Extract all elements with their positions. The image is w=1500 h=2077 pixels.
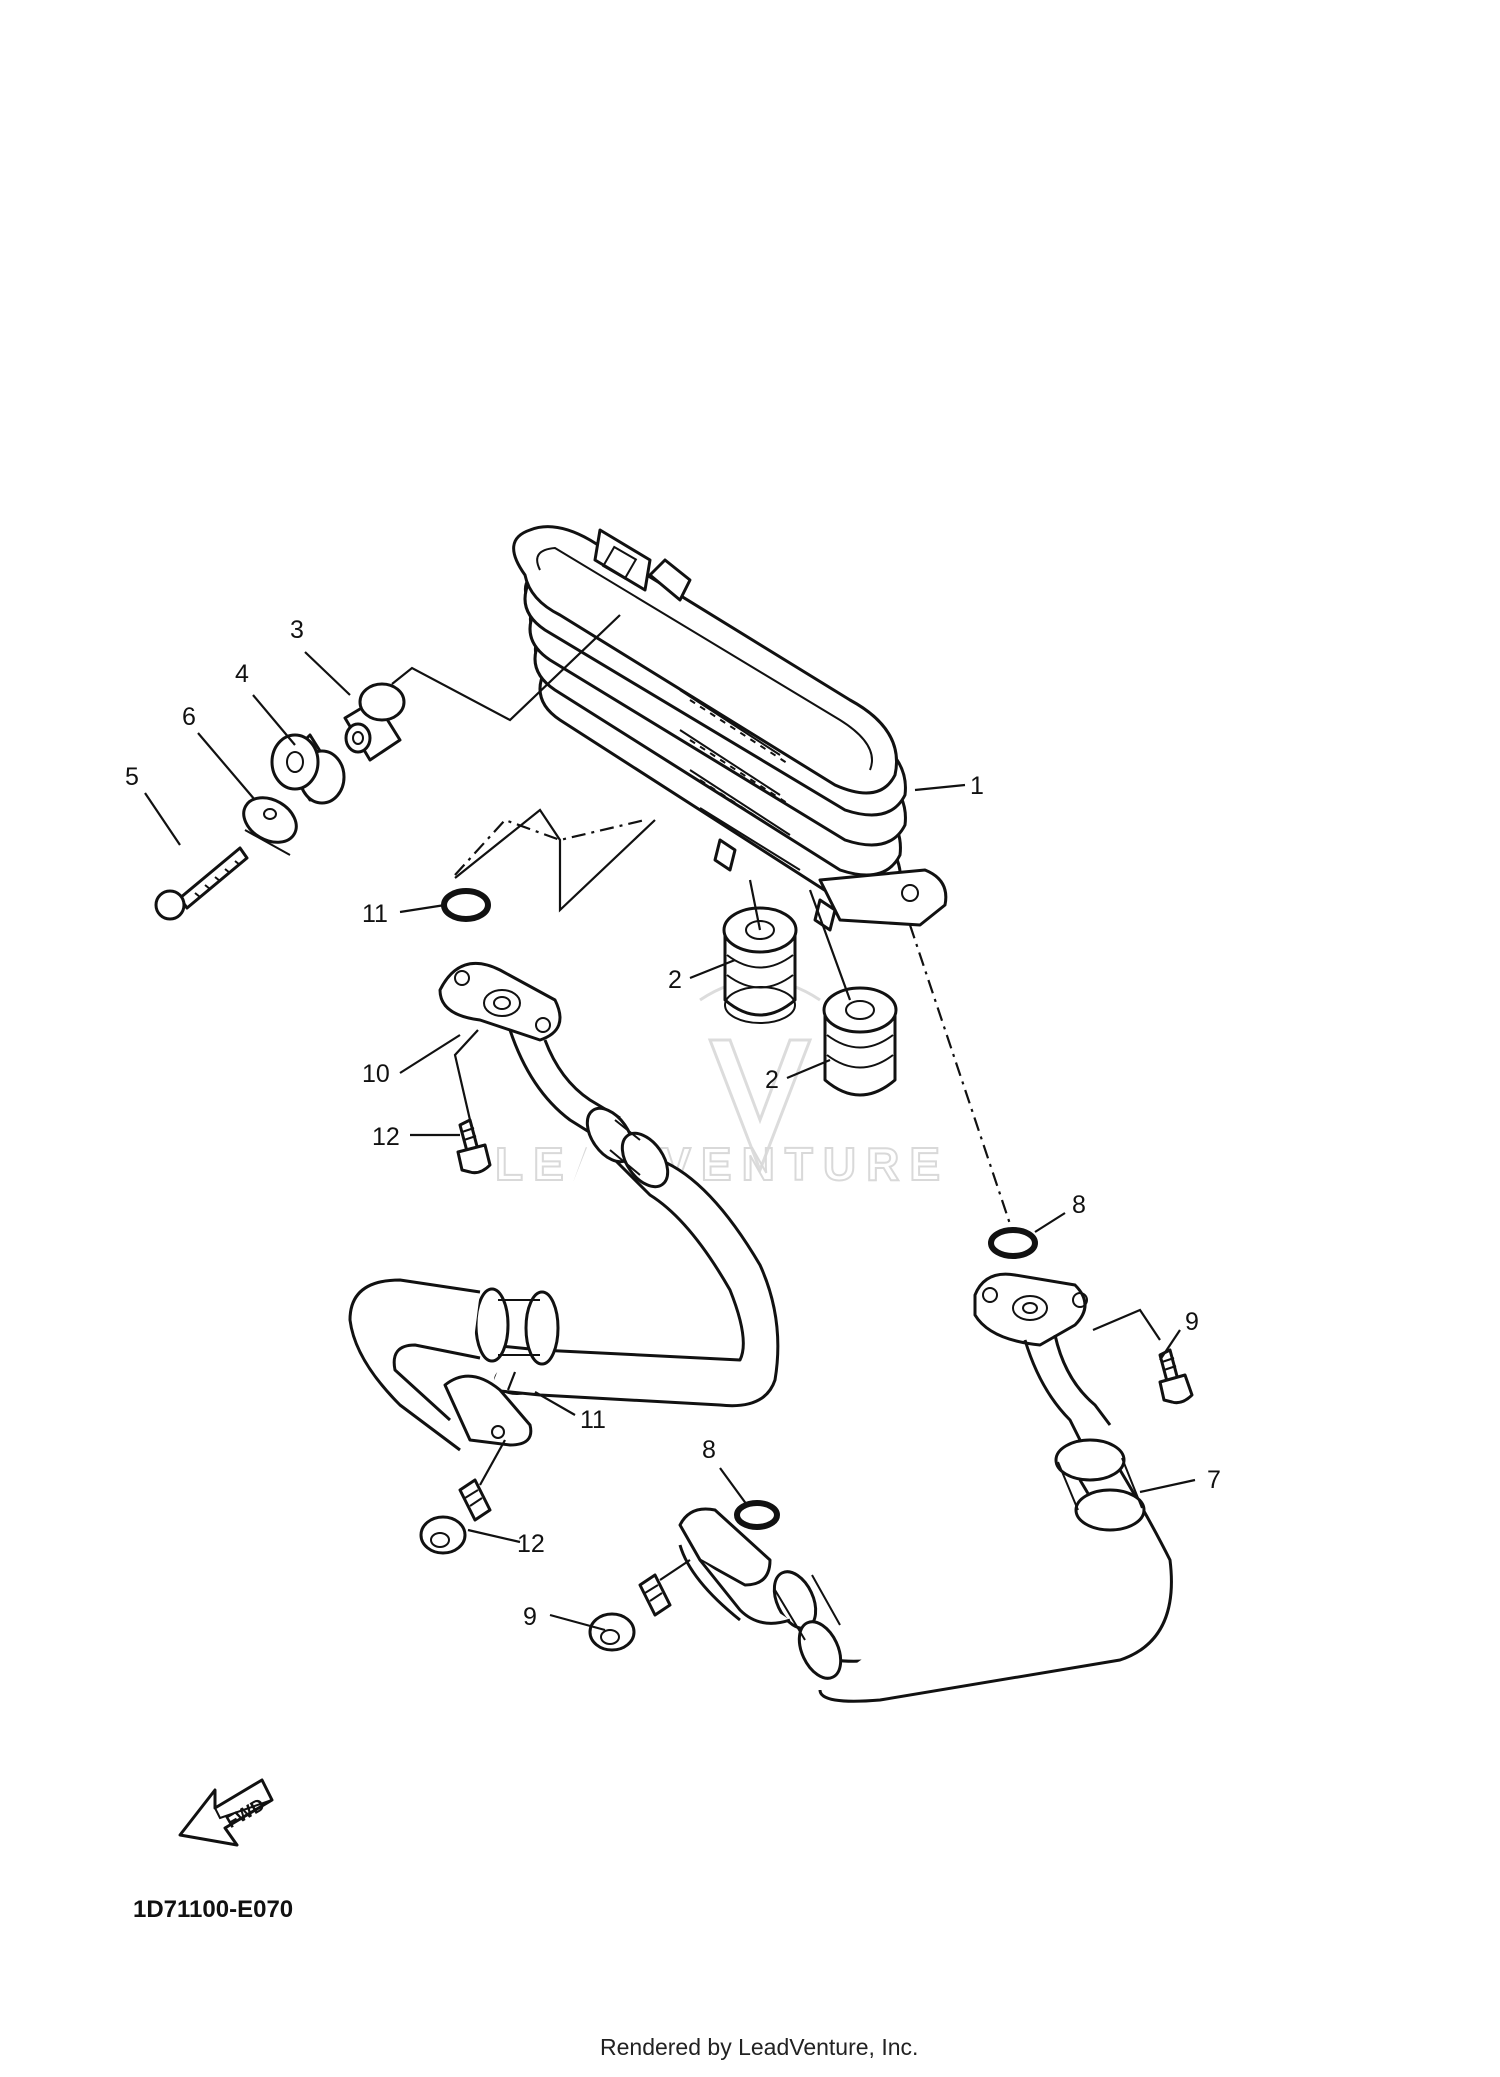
washer[interactable] bbox=[236, 789, 304, 856]
rendered-by: Rendered by LeadVenture, Inc. bbox=[600, 2034, 918, 2060]
callout-11-upper: 11 bbox=[362, 900, 388, 928]
callout-12-lower: 12 bbox=[517, 1530, 545, 1558]
oil-cooler[interactable] bbox=[512, 525, 948, 932]
bolt-12-lower[interactable] bbox=[419, 1478, 492, 1555]
callout-9-right: 9 bbox=[1185, 1308, 1199, 1336]
callout-11-lower: 11 bbox=[580, 1406, 606, 1434]
o-ring-upper[interactable] bbox=[441, 888, 491, 922]
oil-pipe-10[interactable] bbox=[348, 961, 780, 1452]
callout-10: 10 bbox=[362, 1060, 390, 1088]
bolt-5[interactable] bbox=[154, 846, 249, 921]
callout-2-lower: 2 bbox=[765, 1066, 779, 1094]
callout-9-lower: 9 bbox=[523, 1603, 537, 1631]
callout-labels: 1 2 2 3 4 6 5 7 8 8 9 9 10 11 11 12 12 bbox=[125, 616, 1221, 1631]
leader-lines bbox=[144, 651, 1196, 1632]
callout-1: 1 bbox=[970, 772, 984, 800]
watermark-text: LEADVENTURE bbox=[495, 1138, 950, 1190]
callout-8-lower: 8 bbox=[702, 1436, 716, 1464]
bolt-9-lower[interactable] bbox=[588, 1573, 672, 1652]
callout-2-upper: 2 bbox=[668, 966, 682, 994]
diagram-code: 1D71100-E070 bbox=[133, 1896, 293, 1923]
callout-8-upper: 8 bbox=[1072, 1191, 1086, 1219]
damper[interactable] bbox=[270, 733, 346, 805]
grommet-lower[interactable] bbox=[822, 986, 898, 1097]
oil-pipe-7[interactable] bbox=[678, 1272, 1173, 1703]
bolt-12-upper[interactable] bbox=[456, 1118, 492, 1175]
watermark: LEADVENTURE bbox=[494, 978, 950, 1191]
bolt-9-right[interactable] bbox=[1158, 1348, 1194, 1405]
callout-5-washer: 6 bbox=[182, 703, 196, 731]
callout-5: 5 bbox=[125, 763, 139, 791]
o-ring-8-lower[interactable] bbox=[734, 1500, 780, 1530]
callout-4: 4 bbox=[235, 660, 249, 688]
callout-3: 3 bbox=[290, 616, 304, 644]
assembly-lines bbox=[391, 614, 1161, 1581]
fwd-arrow: FWD bbox=[178, 1778, 274, 1847]
o-ring-8-upper[interactable] bbox=[988, 1227, 1038, 1259]
callout-12-upper: 12 bbox=[372, 1123, 400, 1151]
collar[interactable] bbox=[343, 682, 406, 762]
callout-7: 7 bbox=[1207, 1466, 1221, 1494]
